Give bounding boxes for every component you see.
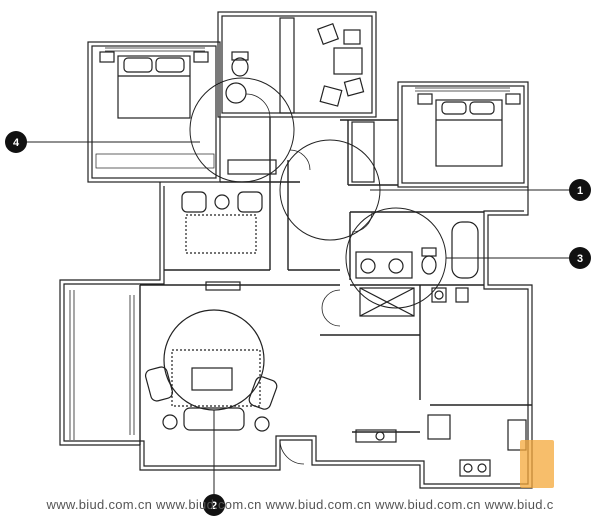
study-seating	[181, 159, 277, 254]
bed-left	[99, 51, 209, 119]
living-room	[144, 281, 278, 432]
bed-right	[351, 93, 521, 183]
brand-logo	[520, 440, 554, 488]
wardrobe-left	[95, 153, 215, 169]
bathroom-right	[355, 221, 479, 279]
doors	[245, 93, 373, 465]
svg-text:2: 2	[211, 500, 217, 512]
kitchen	[355, 287, 527, 477]
entry	[359, 287, 415, 317]
callout-leaders	[26, 141, 570, 494]
outer-walls	[59, 11, 533, 489]
svg-text:4: 4	[13, 137, 20, 149]
callout-4: 4	[5, 131, 27, 153]
svg-text:1: 1	[577, 185, 583, 197]
windows	[69, 47, 510, 440]
callout-1: 1	[569, 179, 591, 201]
closet-room	[279, 17, 365, 114]
toilet-top	[225, 51, 249, 104]
svg-text:3: 3	[577, 253, 583, 265]
callout-3: 3	[569, 247, 591, 269]
callout-2: 2	[203, 494, 225, 516]
watermark: www.biud.com.cn www.biud.com.cn www.biud…	[46, 497, 554, 512]
